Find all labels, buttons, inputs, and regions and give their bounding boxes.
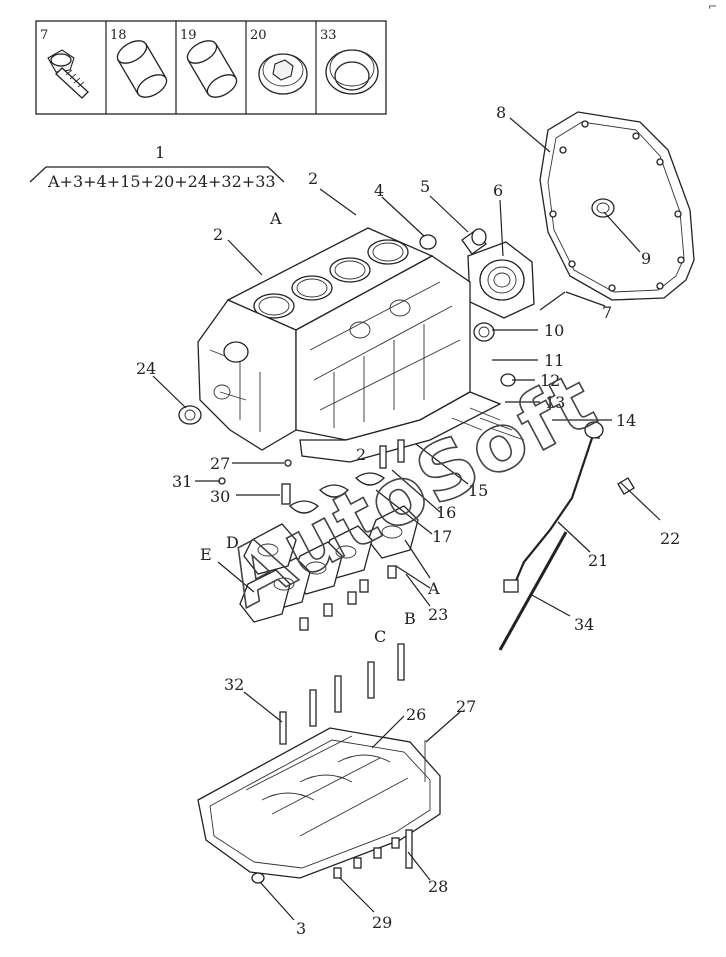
main-bearing-caps: [239, 472, 419, 631]
callout-A: A: [427, 579, 440, 598]
callout-22: 22: [660, 529, 680, 548]
callout-10: 10: [544, 321, 564, 340]
oil-seal: [473, 322, 495, 342]
callout-12: 12: [540, 371, 560, 390]
bolt-icon: [47, 49, 89, 99]
callout-9: 9: [641, 249, 651, 268]
callout-11: 11: [544, 351, 564, 370]
callout-15: 15: [468, 481, 488, 500]
rear-cover-plate: [539, 111, 695, 301]
callout-A: A: [269, 209, 282, 228]
callout-3: 3: [296, 919, 306, 938]
dowel-sleeve-icon: [186, 40, 238, 98]
callout-24: 24: [136, 359, 156, 378]
legend-box-label: 18: [110, 28, 127, 43]
callout-1: 1: [155, 143, 165, 162]
side-seal: [178, 405, 202, 425]
callout-17: 17: [432, 527, 452, 546]
plug-cap: [419, 234, 437, 250]
kit-bracket: 1 A+3+4+15+20+24+32+33: [29, 143, 285, 191]
callout-16: 16: [436, 503, 456, 522]
callout-D: D: [226, 533, 239, 552]
block-bolts: [281, 439, 405, 505]
callout-2: 2: [213, 225, 223, 244]
legend-box-label: 33: [320, 28, 337, 43]
small-dowel: [218, 459, 292, 485]
dipstick: [498, 531, 568, 651]
callout-31: 31: [172, 472, 192, 491]
legend-box-label: 20: [250, 28, 267, 43]
long-bolts: [279, 643, 405, 745]
dipstick-tube: [503, 437, 594, 593]
callout-5: 5: [420, 177, 430, 196]
legend-box-label: 19: [180, 28, 197, 43]
callout-23: 23: [428, 605, 448, 624]
sleeve-bushing: [461, 228, 487, 255]
callout-34: 34: [574, 615, 594, 634]
cylinder-block: [197, 227, 525, 463]
callout-14: 14: [616, 411, 636, 430]
callout-27: 27: [456, 697, 476, 716]
callout-21: 21: [588, 551, 608, 570]
legend-box-label: 7: [40, 28, 48, 43]
bedplate: [197, 727, 441, 884]
callout-4: 4: [374, 181, 384, 200]
seal-ring-icon: [325, 49, 379, 95]
corner-mark: ⌐: [708, 0, 717, 13]
callout-2: 2: [356, 445, 366, 464]
callout-B: B: [404, 609, 416, 628]
callout-C: C: [374, 627, 386, 646]
callout-E: E: [200, 545, 212, 564]
callout-28: 28: [428, 877, 448, 896]
leader-lines: [152, 117, 661, 921]
callout-7: 7: [602, 303, 612, 322]
legend-strip: 7 18 19 20 33: [35, 20, 387, 115]
callout-2: 2: [308, 169, 318, 188]
callout-6: 6: [493, 181, 503, 200]
callout-8: 8: [496, 103, 506, 122]
callout-13: 13: [545, 393, 565, 412]
callout-29: 29: [372, 913, 392, 932]
callout-27: 27: [210, 454, 230, 473]
kit-formula: A+3+4+15+20+24+32+33: [47, 172, 276, 191]
callout-32: 32: [224, 675, 244, 694]
seal-housing: [467, 241, 535, 319]
callout-26: 26: [406, 705, 426, 724]
callout-30: 30: [210, 487, 230, 506]
dowel-sleeve-icon: [116, 40, 168, 98]
callout-labels: 2 2 A 4 5 6 8 9 7 10 11 12 13 14 15 16 1…: [136, 103, 680, 938]
hex-plug-icon: [258, 53, 308, 95]
drain-plug: [584, 421, 635, 495]
